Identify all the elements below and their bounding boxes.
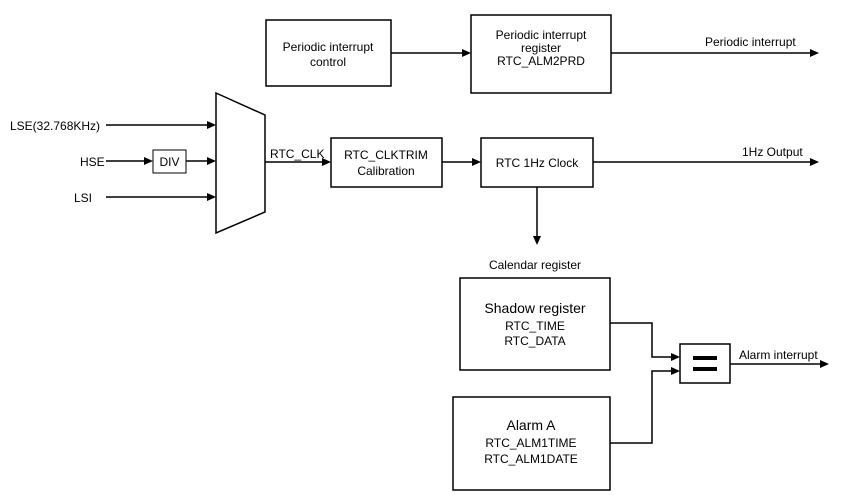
shadow-register-data: RTC_DATA — [504, 334, 565, 348]
div-label: DIV — [159, 155, 179, 169]
alarm-a-block: Alarm A RTC_ALM1TIME RTC_ALM1DATE — [452, 396, 611, 491]
one-hz-output-label: 1Hz Output — [742, 145, 803, 159]
calibration-block: RTC_CLKTRIM Calibration — [330, 137, 443, 188]
rtc-clk-label: RTC_CLK — [270, 147, 324, 161]
shadow-to-comparator-arrowhead — [671, 353, 680, 361]
periodic-register-line1: Periodic interrupt — [496, 28, 587, 42]
periodic-control-box — [265, 19, 392, 87]
calibration-line1: RTC_CLKTRIM — [344, 148, 428, 162]
alarm-to-comparator-line — [610, 370, 673, 444]
lsi-input-label: LSI — [74, 191, 92, 205]
periodic-register-line2: register — [521, 41, 561, 55]
alarm-interrupt-arrowhead — [820, 360, 829, 368]
lsi-arrowhead — [207, 193, 216, 201]
shadow-register-box — [459, 277, 611, 371]
alarm-a-box — [452, 396, 611, 491]
rtc-clk-arrowhead — [322, 158, 331, 166]
alarm-to-comparator-arrowhead — [671, 367, 680, 375]
hse-arrowhead — [144, 157, 153, 165]
periodic-control-line1: Periodic interrupt — [283, 40, 374, 54]
div-arrowhead — [207, 157, 216, 165]
equals-bar-bottom — [693, 367, 717, 371]
control-to-register-arrowhead — [462, 49, 471, 57]
shadow-register-block: Shadow register RTC_TIME RTC_DATA — [459, 277, 611, 371]
calibration-line2: Calibration — [357, 164, 414, 178]
periodic-register-box — [470, 14, 612, 94]
rtc-1hz-clock-block: RTC 1Hz Clock — [480, 137, 594, 188]
shadow-register-time: RTC_TIME — [505, 319, 565, 333]
lse-input-label: LSE(32.768KHz) — [10, 119, 100, 133]
periodic-interrupt-arrowhead — [810, 49, 819, 57]
clock-to-calendar-arrowhead — [533, 236, 541, 245]
one-hz-output-arrowhead — [810, 158, 819, 166]
alarm-a-date: RTC_ALM1DATE — [484, 452, 578, 466]
periodic-interrupt-register-block: Periodic interrupt register RTC_ALM2PRD — [470, 14, 612, 94]
shadow-to-comparator-line — [610, 322, 673, 358]
alarm-interrupt-label: Alarm interrupt — [739, 348, 818, 362]
calibration-to-clock-arrowhead — [472, 158, 481, 166]
calibration-box — [330, 137, 443, 188]
clock-mux — [215, 91, 266, 235]
periodic-interrupt-control-block: Periodic interrupt control — [265, 19, 392, 87]
equals-bar-top — [693, 356, 717, 360]
periodic-register-line3: RTC_ALM2PRD — [497, 54, 585, 68]
alarm-a-time: RTC_ALM1TIME — [485, 436, 576, 450]
periodic-interrupt-label: Periodic interrupt — [705, 35, 796, 49]
alarm-a-title: Alarm A — [506, 417, 556, 433]
periodic-control-line2: control — [310, 55, 346, 69]
hse-input-label: HSE — [80, 155, 105, 169]
shadow-register-title: Shadow register — [484, 300, 586, 316]
clock-label: RTC 1Hz Clock — [496, 156, 579, 170]
calendar-register-label: Calendar register — [489, 258, 581, 272]
comparator-box — [679, 343, 731, 384]
lse-arrowhead — [207, 121, 216, 129]
comparator-block — [679, 343, 731, 384]
